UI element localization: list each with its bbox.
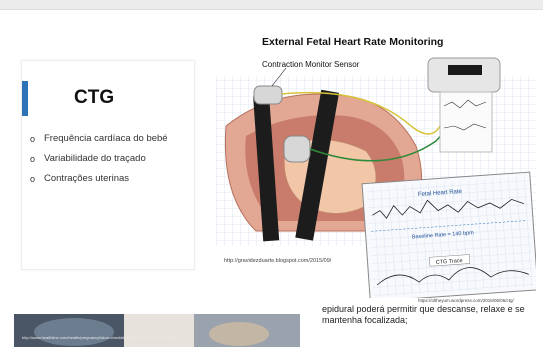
paper-printout bbox=[440, 92, 492, 152]
monitor-screen bbox=[448, 65, 482, 75]
card-title: CTG bbox=[74, 87, 114, 109]
list-item: o Variabilidade do traçado bbox=[30, 153, 180, 165]
top-bar bbox=[0, 0, 543, 10]
contraction-sensor bbox=[254, 86, 282, 104]
list-item: o Contrações uterinas bbox=[30, 173, 180, 185]
bullet-icon: o bbox=[30, 173, 35, 185]
sensor-label: Contraction Monitor Sensor bbox=[262, 60, 359, 69]
list-item-text: Frequência cardíaca do bebé bbox=[44, 133, 168, 144]
image-source-link: https://oltheyum.wordpress.com/2016/06/0… bbox=[418, 298, 514, 303]
bullet-icon: o bbox=[30, 133, 35, 145]
bullet-icon: o bbox=[30, 153, 35, 165]
bottom-text: epidural poderá permitir que descanse, r… bbox=[322, 304, 542, 326]
list-item-text: Contrações uterinas bbox=[44, 173, 129, 184]
list-item: o Frequência cardíaca do bebé bbox=[30, 133, 180, 145]
card-accent-bar bbox=[22, 81, 28, 116]
bottom-photo bbox=[14, 314, 300, 347]
image-source-link: http://gravidezduarte.blogspot.com/2015/… bbox=[224, 258, 331, 264]
ultrasound-transducer bbox=[284, 136, 310, 162]
bottom-photo-image bbox=[14, 314, 300, 347]
photo-credit: http://www.healthline.com/health/pregnan… bbox=[22, 335, 178, 340]
list-item-text: Variabilidade do traçado bbox=[44, 153, 146, 164]
ctg-trace-card: Fetal Heart Rate Baseline Rate = 140 bpm… bbox=[362, 172, 536, 298]
figure-title: External Fetal Heart Rate Monitoring bbox=[262, 36, 443, 48]
